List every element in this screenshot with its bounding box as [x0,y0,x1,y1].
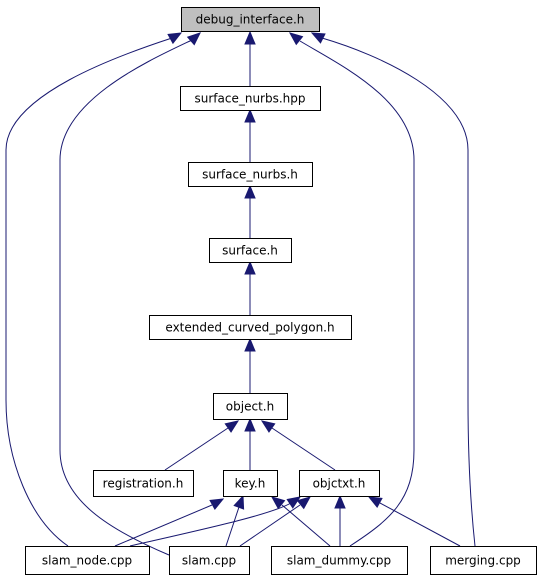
node-label: objctxt.h [313,477,366,491]
node-box [181,7,320,32]
edge-surface-nurbs-hpp-to-debug-interface-h [244,30,256,86]
node-slam-cpp[interactable]: slam.cpp [169,546,250,575]
arrowhead [260,420,276,433]
edge-slam-cpp-to-key-h [225,494,245,547]
edge-registration-h-to-object-h [164,420,240,471]
node-box [188,162,313,187]
edge-line [5,37,173,547]
edge-slam-dummy-cpp-to-objctxt-h [334,494,346,546]
arrowhead [367,496,383,509]
node-label: merging.cpp [445,554,521,568]
edge-object-h-to-extended-curved-polygon-h [244,337,256,393]
node-label: key.h [235,477,266,491]
node-box [180,86,321,111]
edge-surface-nurbs-h-to-surface-nurbs-hpp [244,108,256,162]
arrowhead [286,496,302,509]
node-box [209,238,292,263]
node-surface-nurbs-hpp[interactable]: surface_nurbs.hpp [180,86,321,111]
edge-line [299,40,415,547]
edges-layer [5,30,476,556]
edge-slam-node-cpp-to-debug-interface-h [5,32,183,547]
node-label: debug_interface.h [196,13,305,27]
edge-slam-cpp-to-objctxt-h [239,496,312,547]
node-box [430,546,537,575]
arrowhead [167,32,183,45]
node-box [299,470,380,497]
arrowhead [244,337,256,352]
node-debug-interface-h[interactable]: debug_interface.h [181,7,320,32]
node-box [149,315,352,340]
node-merging-cpp[interactable]: merging.cpp [430,546,537,575]
arrowhead [244,184,256,199]
node-label: surface.h [222,244,278,258]
edge-extended-curved-polygon-h-to-surface-h [244,260,256,315]
node-objctxt-h[interactable]: objctxt.h [299,470,380,497]
arrowhead [244,108,256,123]
node-label: object.h [226,400,274,414]
edge-merging-cpp-to-debug-interface-h [310,32,476,547]
edge-line [379,502,461,547]
edge-line [271,427,336,471]
edge-line [164,427,229,471]
arrowhead [233,494,245,510]
edge-line [239,504,301,547]
node-label: slam_node.cpp [42,554,132,568]
node-extended-curved-polygon-h[interactable]: extended_curved_polygon.h [149,315,352,340]
edge-merging-cpp-to-objctxt-h [367,496,461,547]
edge-line [59,39,193,556]
edge-line [114,504,213,547]
node-surface-h[interactable]: surface.h [209,238,292,263]
node-label: surface_nurbs.hpp [194,92,305,106]
edge-line [281,504,331,547]
node-label: registration.h [103,477,184,491]
arrowhead [244,30,256,45]
nodes-layer: debug_interface.h surface_nurbs.hppsurfac… [25,7,537,575]
node-surface-nurbs-h[interactable]: surface_nurbs.h [188,162,313,187]
node-key-h[interactable]: key.h [223,470,278,497]
node-label: slam.cpp [182,554,236,568]
arrowhead [224,420,240,433]
edge-line [129,502,292,547]
node-box [25,546,150,575]
arrowhead [334,494,346,509]
arrowhead [270,496,286,510]
edge-slam-node-cpp-to-key-h [114,498,225,547]
node-object-h[interactable]: object.h [213,393,288,420]
arrowhead [186,32,201,46]
edge-surface-h-to-surface-nurbs-h [244,184,256,238]
edge-objctxt-h-to-object-h [260,420,336,471]
node-box [271,546,408,575]
node-label: extended_curved_polygon.h [165,321,334,335]
node-box [169,546,250,575]
node-label: slam_dummy.cpp [287,554,391,568]
node-registration-h[interactable]: registration.h [93,470,194,497]
node-label: surface_nurbs.h [202,168,298,182]
edge-slam-cpp-to-debug-interface-h [59,32,201,556]
arrowhead [209,498,225,511]
arrowhead [244,417,256,432]
edge-line [225,506,240,547]
node-slam-node-cpp[interactable]: slam_node.cpp [25,546,150,575]
arrowhead [310,32,326,44]
arrowhead [288,32,304,46]
node-slam-dummy-cpp[interactable]: slam_dummy.cpp [271,546,408,575]
node-box [93,470,194,497]
edge-slam-dummy-cpp-to-debug-interface-h [288,32,415,547]
edge-key-h-to-object-h [244,417,256,470]
node-box [223,470,278,497]
arrowhead [296,496,312,510]
edge-line [321,37,476,547]
edge-slam-node-cpp-to-objctxt-h [129,496,302,547]
node-box [213,393,288,420]
arrowhead [244,260,256,275]
